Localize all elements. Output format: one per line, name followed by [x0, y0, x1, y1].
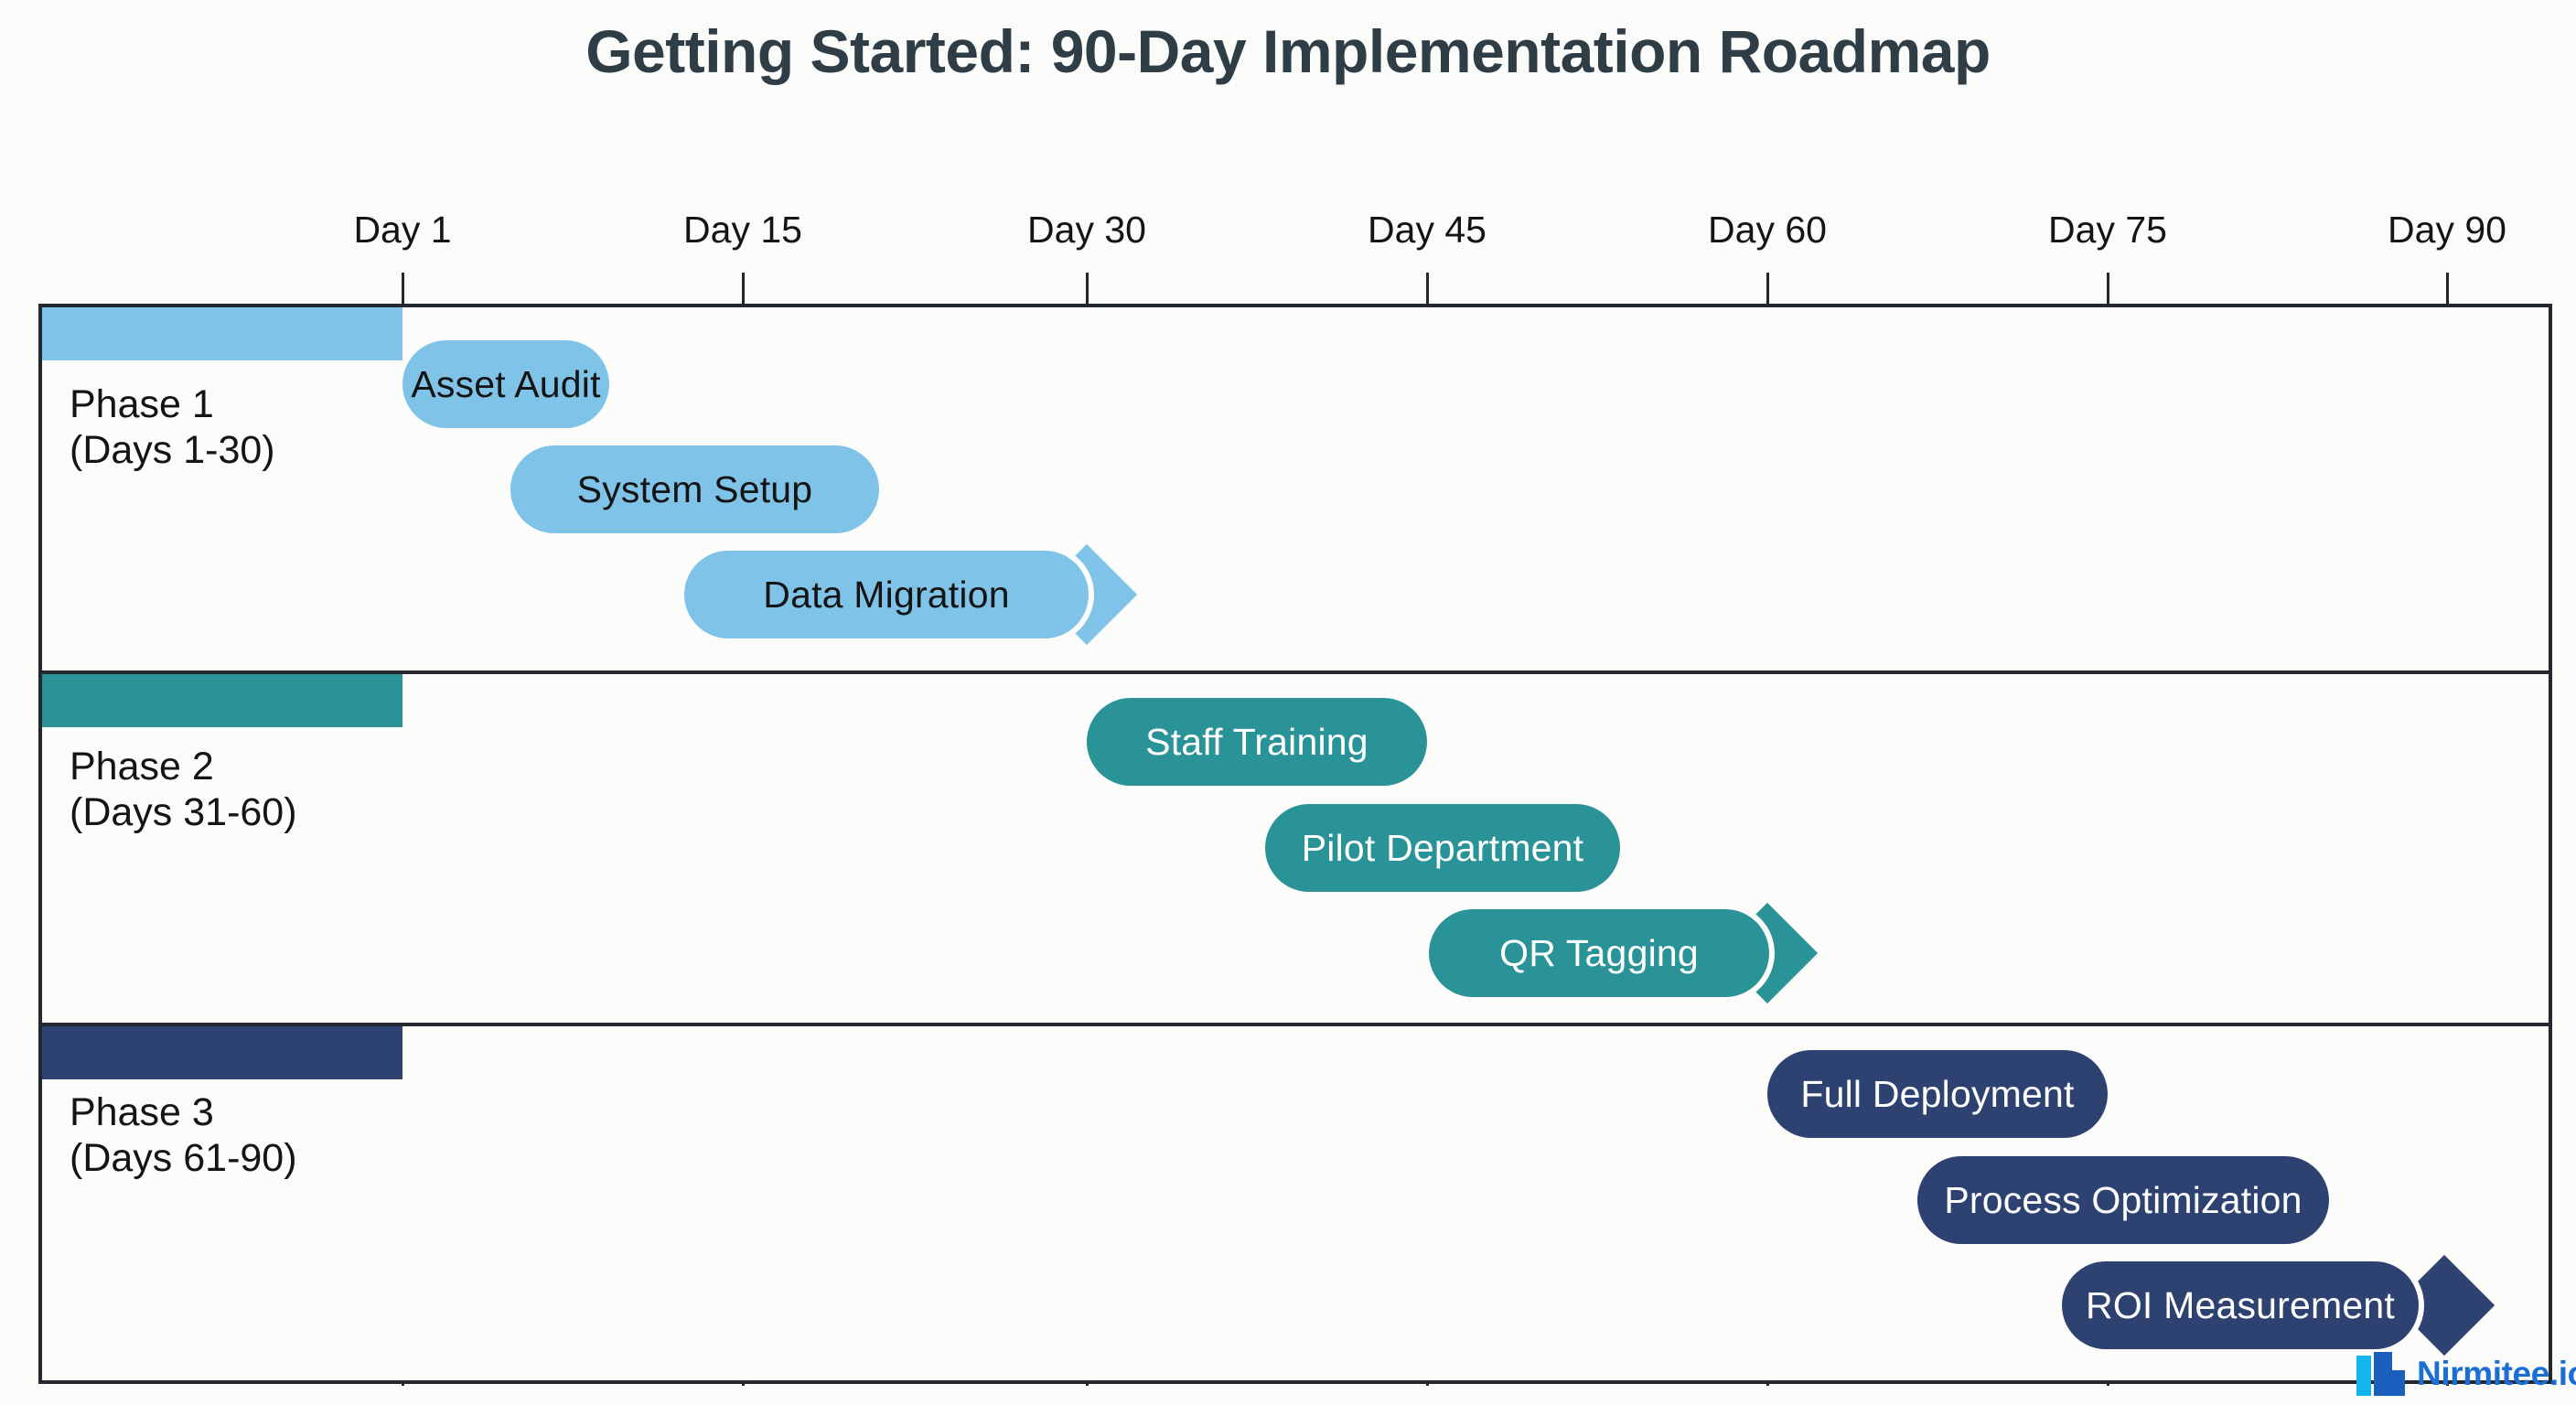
task-label-asset-audit: Asset Audit — [411, 362, 601, 405]
page-title: Getting Started: 90-Day Implementation R… — [585, 17, 1991, 85]
phase-color-band-3 — [42, 1026, 402, 1079]
phase-label-2: Phase 2 (Days 31-60) — [70, 745, 297, 834]
nirmitee-logo-icon — [2356, 1352, 2405, 1396]
logo-blue-upper — [2374, 1352, 2392, 1370]
axis-tick-30: Day 30 — [1027, 209, 1146, 251]
task-bar-pilot-department[interactable]: Pilot Department — [1265, 804, 1620, 892]
row-divider-1 — [38, 670, 2552, 674]
task-bar-asset-audit[interactable]: Asset Audit — [402, 340, 609, 428]
task-bar-data-migration[interactable]: Data Migration — [684, 551, 1089, 638]
phase-color-band-2 — [42, 674, 402, 727]
brand-name: Nirmitee.io — [2417, 1355, 2576, 1392]
task-bar-system-setup[interactable]: System Setup — [510, 445, 879, 533]
task-label-system-setup: System Setup — [576, 467, 813, 510]
task-label-qr-tagging: QR Tagging — [1499, 931, 1699, 974]
task-bar-roi-measurement[interactable]: ROI Measurement — [2062, 1261, 2419, 1349]
task-label-data-migration: Data Migration — [763, 573, 1010, 616]
task-label-full-deployment: Full Deployment — [1800, 1072, 2075, 1115]
axis-tick-1: Day 1 — [353, 209, 452, 251]
phase-row-3 — [0, 1026, 2576, 1384]
task-bar-process-optimization[interactable]: Process Optimization — [1917, 1156, 2329, 1244]
task-label-staff-training: Staff Training — [1145, 720, 1368, 763]
row-divider-2 — [38, 1023, 2552, 1026]
axis-tick-15: Day 15 — [683, 209, 802, 251]
axis-tick-90: Day 90 — [2388, 209, 2506, 251]
axis-tick-45: Day 45 — [1368, 209, 1487, 251]
axis-tick-75: Day 75 — [2048, 209, 2167, 251]
phase-color-band-1 — [42, 307, 402, 360]
phase-row-1 — [0, 307, 2576, 670]
task-label-roi-measurement: ROI Measurement — [2086, 1283, 2395, 1326]
task-label-process-optimization: Process Optimization — [1944, 1178, 2302, 1221]
phase-label-3: Phase 3 (Days 61-90) — [70, 1090, 297, 1180]
brand-logo[interactable]: Nirmitee.io — [2356, 1351, 2576, 1397]
logo-cyan-bar — [2356, 1356, 2371, 1396]
task-bar-staff-training[interactable]: Staff Training — [1087, 698, 1427, 786]
task-bar-full-deployment[interactable]: Full Deployment — [1767, 1050, 2108, 1138]
task-bar-qr-tagging[interactable]: QR Tagging — [1429, 909, 1769, 997]
phase-label-1: Phase 1 (Days 1-30) — [70, 382, 275, 472]
axis-tick-60: Day 60 — [1708, 209, 1827, 251]
phase-row-2 — [0, 674, 2576, 1023]
logo-blue-foot — [2374, 1370, 2405, 1396]
task-label-pilot-department: Pilot Department — [1301, 826, 1584, 869]
